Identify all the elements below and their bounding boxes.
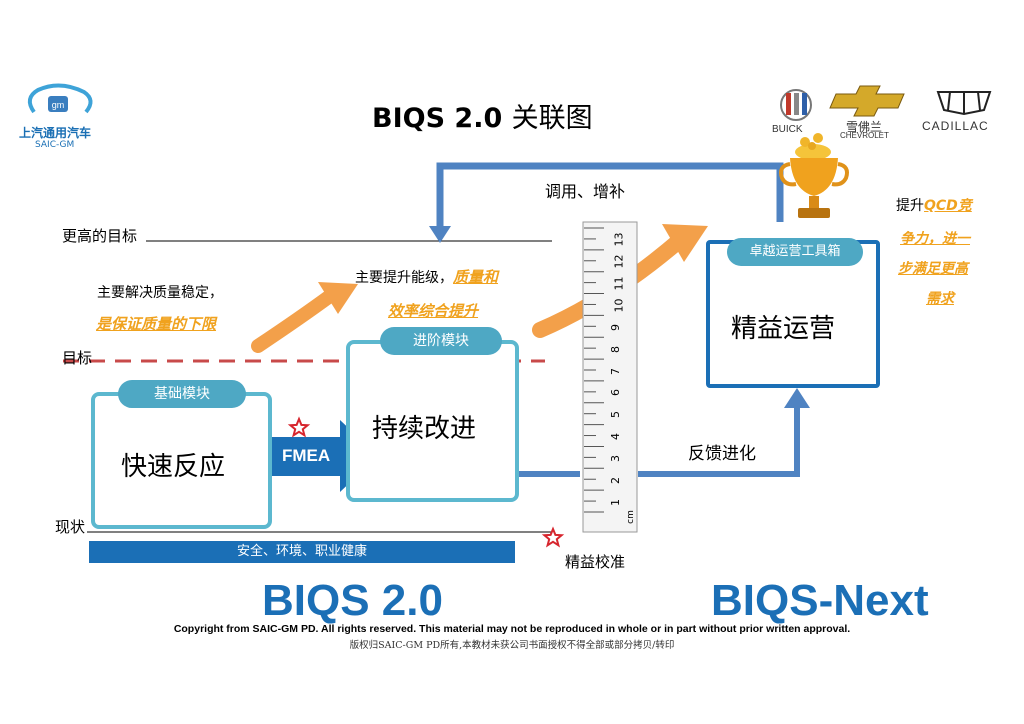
footer-biqs-2: BIQS 2.0 <box>262 576 443 625</box>
feedback-label: 反馈进化 <box>688 444 756 464</box>
fmea-label: FMEA <box>282 446 331 465</box>
orange-arrowhead-1 <box>318 282 358 314</box>
brand-chevrolet-cn: 雪佛兰 <box>846 120 883 134</box>
copyright-cn: 版权归SAIC-GM PD所有,本教材未获公司书面授权不得全部或部分拷贝/转印 <box>349 640 675 651</box>
note-mid-text: 主要提升能级， <box>355 270 453 286</box>
footer-biqs-next: BIQS-Next <box>711 576 929 625</box>
higher-goal-label: 更高的目标 <box>62 227 138 245</box>
note-mid-line2: 效率综合提升 <box>388 302 479 320</box>
top-loop-label: 调用、增补 <box>545 182 626 201</box>
logo-text-en: SAIC-GM <box>35 140 75 150</box>
advanced-module-title: 持续改进 <box>372 414 477 444</box>
note-right-line4: 需求 <box>926 291 954 307</box>
note-mid-highlight: 质量和 <box>453 268 499 286</box>
copyright-en: Copyright from SAIC-GM PD. All rights re… <box>173 623 851 635</box>
note-right-line2: 争力，进一 <box>900 231 970 247</box>
ruler-number: 4 <box>609 433 622 441</box>
excellent-module-title: 精益运营 <box>731 314 836 344</box>
ruler <box>582 221 638 533</box>
orange-arrowhead-2 <box>662 224 708 262</box>
safety-bar: 安全、环境、职业健康 <box>89 541 515 563</box>
brand-buick: BUICK <box>772 124 803 135</box>
title-latin: BIQS 2.0 <box>372 103 503 134</box>
brand-cadillac: CADILLAC <box>922 119 989 133</box>
gm-logo-icon: gm <box>27 83 93 114</box>
feedback-arrow <box>638 404 800 477</box>
top-loop-arrow <box>436 162 784 230</box>
brand-chevrolet: CHEVROLET <box>840 131 889 140</box>
logo-text-cn: 上汽通用汽车 <box>19 126 92 140</box>
ruler-number: 7 <box>609 367 622 375</box>
ruler-number: 6 <box>609 389 622 397</box>
ruler-number: 12 <box>612 254 626 269</box>
ruler-label: 精益校准 <box>565 553 626 571</box>
goal-label: 目标 <box>62 349 93 367</box>
note-right-line3: 步满足更高 <box>898 261 968 277</box>
ruler-number: 8 <box>609 345 622 353</box>
note-mid-line1: 主要提升能级，质量和 <box>355 266 498 287</box>
ruler-number: 13 <box>612 232 626 247</box>
note-left-line1: 主要解决质量稳定， <box>97 285 223 301</box>
title-cn: 关联图 <box>511 103 593 134</box>
orange-arrow-1 <box>251 289 337 353</box>
basic-module-title: 快速反应 <box>121 452 226 482</box>
note-right-hl1: QCD竞 <box>924 198 972 214</box>
ruler-number: 10 <box>612 298 626 313</box>
ruler-number: 1 <box>609 498 622 506</box>
excellent-module-tag: 卓越运营工具箱 <box>727 238 863 266</box>
page-title: BIQS 2.0 关联图 <box>372 96 593 135</box>
cadillac-logo-icon <box>936 91 992 116</box>
star-icon <box>541 526 565 548</box>
top-loop-arrowhead <box>429 226 451 243</box>
ruler-number: 2 <box>609 476 622 484</box>
trophy-icon <box>779 133 849 218</box>
note-right-prefix: 提升 <box>896 198 924 214</box>
ruler-number: 5 <box>609 411 622 419</box>
ruler-number: 9 <box>609 323 622 331</box>
star-icon <box>287 416 311 438</box>
ruler-number: 3 <box>609 454 622 462</box>
advanced-module-box <box>346 340 519 502</box>
buick-logo-icon <box>780 89 812 121</box>
advanced-module-tag: 进阶模块 <box>380 327 502 355</box>
note-left-line2: 是保证质量的下限 <box>96 315 217 333</box>
svg-text:gm: gm <box>52 100 65 110</box>
ruler-number: 11 <box>612 276 626 291</box>
note-right-line1: 提升QCD竞 <box>896 195 972 215</box>
current-label: 现状 <box>55 518 86 536</box>
basic-module-tag: 基础模块 <box>118 380 246 408</box>
ruler-unit: cm <box>625 510 636 524</box>
chevrolet-logo-icon <box>829 85 905 117</box>
feedback-arrowhead <box>784 388 810 408</box>
